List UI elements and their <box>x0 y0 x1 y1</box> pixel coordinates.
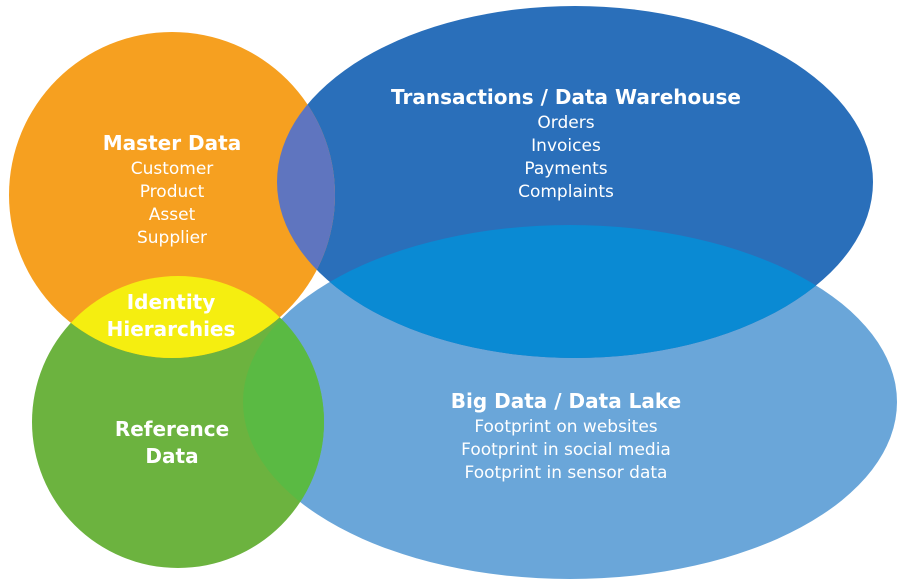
master-data-item-asset: Asset <box>149 205 196 225</box>
identity-label-line1: Identity <box>127 290 216 314</box>
master-data-title: Master Data <box>103 131 241 155</box>
master-data-item-supplier: Supplier <box>137 228 207 248</box>
transactions-item-orders: Orders <box>537 113 594 133</box>
transactions-bigdata-overlap <box>277 225 873 358</box>
transactions-item-invoices: Invoices <box>531 136 601 156</box>
reference-data-label-line2: Data <box>145 444 198 468</box>
transactions-item-payments: Payments <box>524 159 607 179</box>
master-data-circle <box>9 32 335 358</box>
master-data-item-customer: Customer <box>131 159 214 179</box>
reference-data-circle <box>32 276 324 568</box>
transactions-title: Transactions / Data Warehouse <box>391 85 741 109</box>
big-data-item-websites: Footprint on websites <box>474 417 657 437</box>
transactions-item-complaints: Complaints <box>518 182 614 202</box>
big-data-title: Big Data / Data Lake <box>451 389 681 413</box>
big-data-item-social-media: Footprint in social media <box>461 440 671 460</box>
reference-data-label-line1: Reference <box>115 417 229 441</box>
big-data-item-sensor-data: Footprint in sensor data <box>465 463 668 483</box>
identity-label-line2: Hierarchies <box>107 317 236 341</box>
master-data-item-product: Product <box>140 182 205 202</box>
